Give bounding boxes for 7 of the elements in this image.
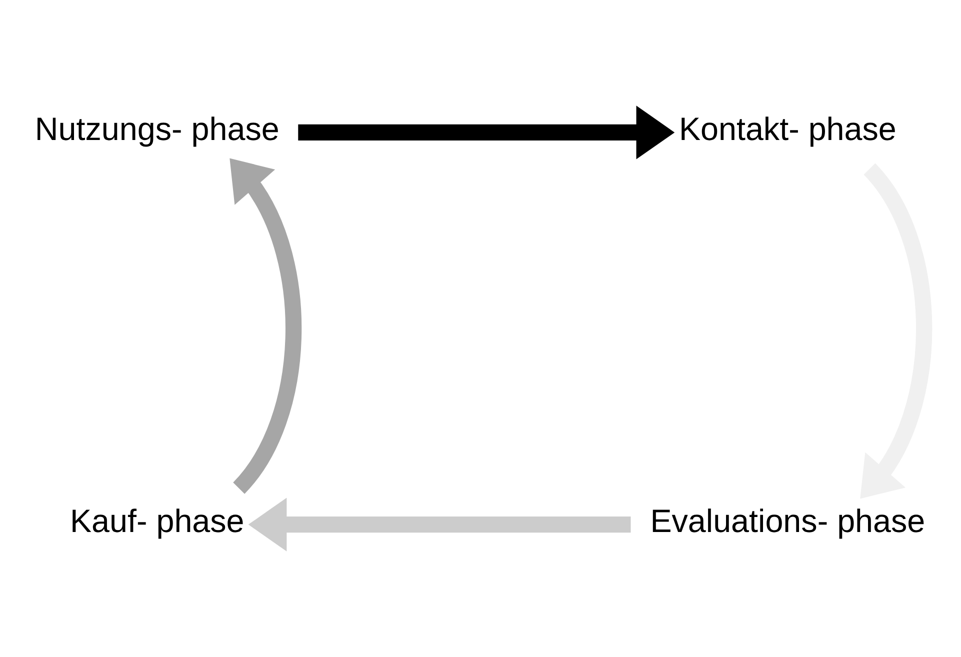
arrow [248, 498, 631, 552]
node-text: Nutzungs- phase [34, 111, 280, 148]
node-text: Evaluations- phase [650, 503, 926, 540]
arrow [298, 106, 675, 160]
arrow [230, 158, 302, 494]
node-text: Kontakt- phase [678, 111, 896, 148]
node-text: Kauf- phase [70, 503, 244, 540]
